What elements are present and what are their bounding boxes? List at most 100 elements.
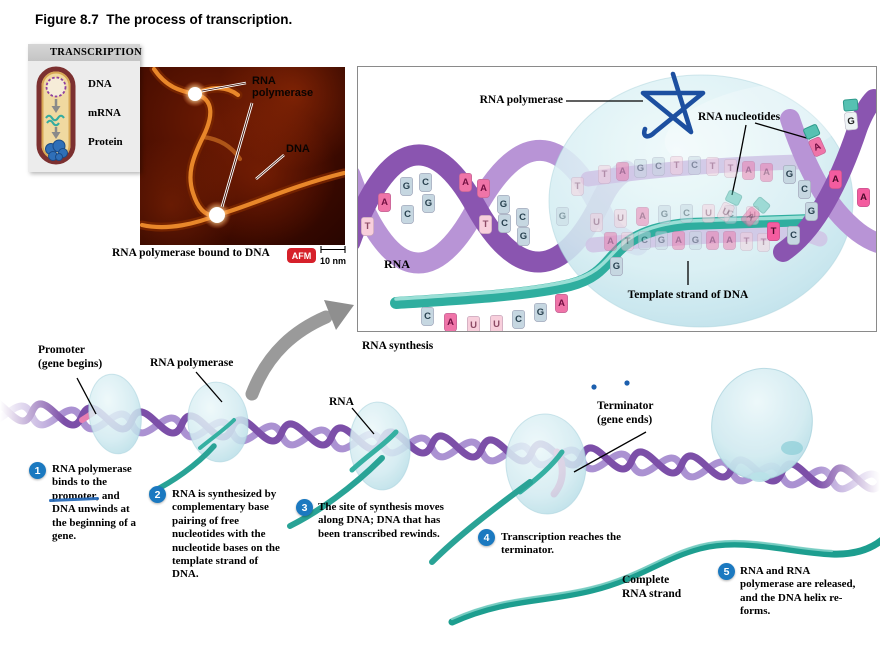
step-number-1: 1 <box>29 462 46 479</box>
afm-callout-lines <box>201 81 285 208</box>
dna-strand-art <box>137 64 349 232</box>
step-text-1: RNA polymerase binds to the promoter, an… <box>52 463 137 543</box>
base-chip: G <box>556 207 569 226</box>
base-chip: C <box>652 157 665 176</box>
base-chip: C <box>787 226 800 245</box>
scale-bar <box>320 246 346 253</box>
base-chip: A <box>829 170 842 189</box>
base-chip: C <box>401 205 414 224</box>
base-chip: T <box>571 177 584 196</box>
step-text-3: The site of synthesis moves along DNA; D… <box>318 501 444 540</box>
base-chip: A <box>857 188 870 207</box>
base-chip: A <box>459 173 472 192</box>
base-chip: A <box>672 231 685 250</box>
rna-synthesis-caption: RNA synthesis <box>362 340 434 352</box>
cell-diagram <box>34 66 80 173</box>
inset-rna-polymerase-label: RNA polymerase <box>479 94 563 106</box>
page-title: Figure 8.7 The process of transcription. <box>35 12 293 27</box>
base-chip: G <box>783 165 796 184</box>
complete-rna-strand <box>448 537 880 626</box>
base-chip: G <box>534 303 547 322</box>
base-chip: T <box>621 232 634 251</box>
base-chip: T <box>479 215 492 234</box>
afm-caption: RNA polymerase bound to DNA <box>112 247 270 259</box>
template-strand-label: Template strand of DNA <box>627 289 749 301</box>
base-chip: G <box>655 231 668 250</box>
base-chip: U <box>467 316 480 331</box>
protein-icon <box>45 139 68 161</box>
base-chip: T <box>706 157 719 176</box>
rna-polymerase-label: RNA polymerase <box>150 357 234 369</box>
base-chip: U <box>614 209 627 228</box>
base-chip: U <box>746 206 759 225</box>
step-number-4: 4 <box>478 529 495 546</box>
pen-star-annotation <box>640 71 706 139</box>
base-chip: G <box>634 159 647 178</box>
polymerase-blobs <box>182 81 231 229</box>
base-chip: G <box>805 202 818 221</box>
terminator-label: Terminator(gene ends) <box>597 400 654 426</box>
protein-label: Protein <box>88 136 123 148</box>
mrna-label: mRNA <box>88 107 121 119</box>
step-text-5: RNA and RNA polymerase are released, and… <box>740 565 856 618</box>
base-chip: A <box>723 231 736 250</box>
promoter-strikethrough: promoter <box>52 489 97 502</box>
base-chip: U <box>590 213 603 232</box>
base-chip: G <box>497 195 510 214</box>
inset-rna-label: RNA <box>384 257 410 271</box>
base-chip: A <box>760 163 773 182</box>
dna-label: DNA <box>88 78 112 90</box>
pen-dots <box>591 380 630 390</box>
promoter-label: Promoter(gene begins) <box>38 344 103 370</box>
base-chip: A <box>555 294 568 313</box>
base-chip: C <box>419 173 432 192</box>
base-chip: C <box>680 204 693 223</box>
base-chip: C <box>512 310 525 329</box>
rna-label: RNA <box>329 396 354 408</box>
transcription-panel: TRANSCRIPTION DNA mRNA Protein <box>28 44 142 173</box>
transcription-inset: T A G C C G A A T G C C G T G U T A G C … <box>357 66 877 332</box>
base-chip: G <box>610 257 623 276</box>
inset-callout-lines <box>566 100 811 285</box>
inset-polymerase-bubble <box>548 74 854 328</box>
inset-right-helix <box>773 89 876 262</box>
base-chip: C <box>638 231 651 250</box>
callout-lines <box>76 371 647 473</box>
rna-nucleotide: G <box>842 98 861 131</box>
base-chip: U <box>702 204 715 223</box>
base-chip: C <box>498 214 511 233</box>
base-chip: C <box>421 307 434 326</box>
base-chip: T <box>361 217 374 236</box>
rna-strands <box>149 418 880 626</box>
afm-dna-label: DNA <box>286 143 310 155</box>
step-number-2: 2 <box>149 486 166 503</box>
base-chip: A <box>616 162 629 181</box>
mrna-icon <box>45 114 65 122</box>
helix-fade-right <box>816 378 880 533</box>
base-chip: U <box>490 315 503 331</box>
rna-nucleotides-label: RNA nucleotides <box>698 111 781 123</box>
base-chip: C <box>516 208 529 227</box>
base-chip: C <box>688 156 701 175</box>
base-chip: A <box>706 231 719 250</box>
panel-header: TRANSCRIPTION <box>28 44 142 61</box>
base-chip: C <box>798 180 811 199</box>
base-chip: A <box>477 179 490 198</box>
step-text-4: Transcription reaches the terminator. <box>501 531 621 557</box>
base-chip: A <box>378 193 391 212</box>
step-text-2: RNA is synthesized by complementary base… <box>172 488 280 581</box>
base-chip: T <box>724 159 737 178</box>
step-number-5: 5 <box>718 563 735 580</box>
nucleotide-cap-icon <box>842 98 859 112</box>
inset-rna-ribbon <box>390 214 819 309</box>
base-chip: G <box>843 111 859 131</box>
base-chip: G <box>658 205 671 224</box>
base-chip: G <box>517 227 530 246</box>
base-chip: G <box>689 231 702 250</box>
base-chip: T <box>670 156 683 175</box>
base-chip: A <box>636 207 649 226</box>
base-chip: T <box>767 222 780 241</box>
